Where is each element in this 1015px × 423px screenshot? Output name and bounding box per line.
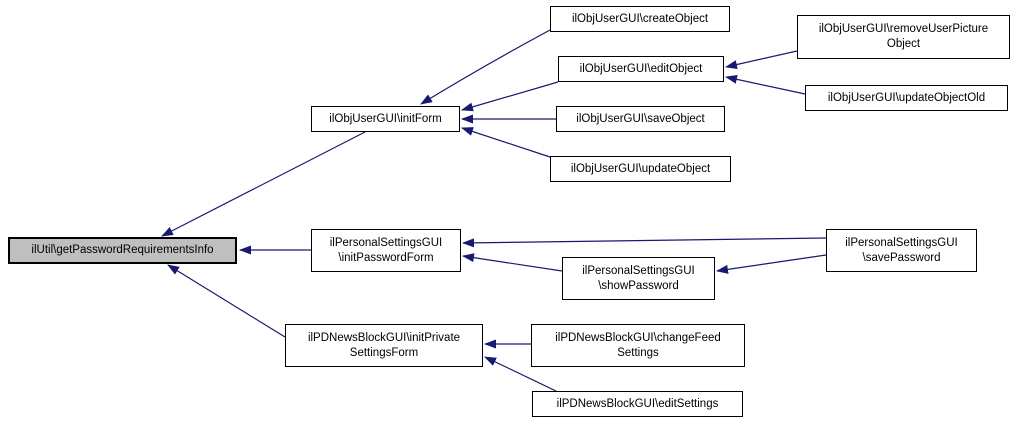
node-label-line: ilPDNewsBlockGUI\editSettings (556, 397, 719, 410)
node-label-line: ilObjUserGUI\updateObjectOld (827, 91, 986, 104)
edge-savePassword-to-initPasswordForm (462, 237, 827, 248)
edge-editObject-to-initForm (461, 81, 559, 112)
node-label-line: ilPersonalSettingsGUI (845, 236, 958, 249)
node-editSettings[interactable]: ilPDNewsBlockGUI\editSettings (532, 391, 743, 417)
edge-initForm-to-getPasswordRequirementsInfo (161, 131, 366, 237)
edge-showPassword-to-initPasswordForm (462, 253, 563, 272)
node-createObject[interactable]: ilObjUserGUI\createObject (550, 6, 730, 32)
node-label-line: ilPersonalSettingsGUI (329, 236, 443, 249)
node-showPassword[interactable]: ilPersonalSettingsGUI \showPassword (562, 257, 715, 300)
node-label-line: Object (886, 38, 921, 50)
edge-updateObjectOld-to-editObject (725, 74, 806, 95)
edge-editSettings-to-initPrivateSettingsForm (484, 356, 557, 392)
edge-removeUserPictureObject-to-editObject (725, 50, 798, 69)
node-label-line: ilObjUserGUI\initForm (329, 112, 442, 125)
node-initPasswordForm[interactable]: ilPersonalSettingsGUI \initPasswordForm (311, 229, 461, 272)
node-label-line: ilObjUserGUI\removeUserPicture (818, 23, 989, 35)
node-label-line: \savePassword (862, 251, 941, 264)
node-label-line: ilObjUserGUI\saveObject (576, 112, 705, 125)
node-label-line: ilUtil\getPasswordRequirementsInfo (31, 244, 214, 256)
node-label-line: ilObjUserGUI\createObject (571, 12, 709, 25)
node-getPasswordRequirementsInfo: ilUtil\getPasswordRequirementsInfo (8, 237, 237, 264)
edge-createObject-to-initForm (420, 29, 551, 105)
node-label-line: ilPersonalSettingsGUI (582, 264, 695, 277)
node-label-line: Settings (617, 346, 659, 359)
node-label-line: ilPDNewsBlockGUI\changeFeed (555, 331, 721, 344)
node-updateObjectOld[interactable]: ilObjUserGUI\updateObjectOld (805, 85, 1008, 111)
node-label-line: ilObjUserGUI\editObject (579, 62, 703, 75)
node-editObject[interactable]: ilObjUserGUI\editObject (558, 56, 724, 82)
node-updateObject[interactable]: ilObjUserGUI\updateObject (550, 156, 731, 182)
node-label-line: SettingsForm (349, 346, 419, 359)
edge-updateObject-to-initForm (461, 127, 551, 158)
node-label-line: \showPassword (598, 279, 679, 292)
node-label-line: \initPasswordForm (338, 251, 434, 264)
node-initForm[interactable]: ilObjUserGUI\initForm (311, 106, 460, 132)
node-saveObject[interactable]: ilObjUserGUI\saveObject (556, 106, 725, 132)
edge-initPrivateSettingsForm-to-getPasswordRequirementsInfo (167, 264, 286, 338)
node-savePassword[interactable]: ilPersonalSettingsGUI \savePassword (826, 229, 977, 272)
edge-savePassword-to-showPassword (716, 254, 827, 274)
node-label-line: ilPDNewsBlockGUI\initPrivate (307, 331, 461, 344)
node-label-line: ilObjUserGUI\updateObject (570, 162, 711, 175)
